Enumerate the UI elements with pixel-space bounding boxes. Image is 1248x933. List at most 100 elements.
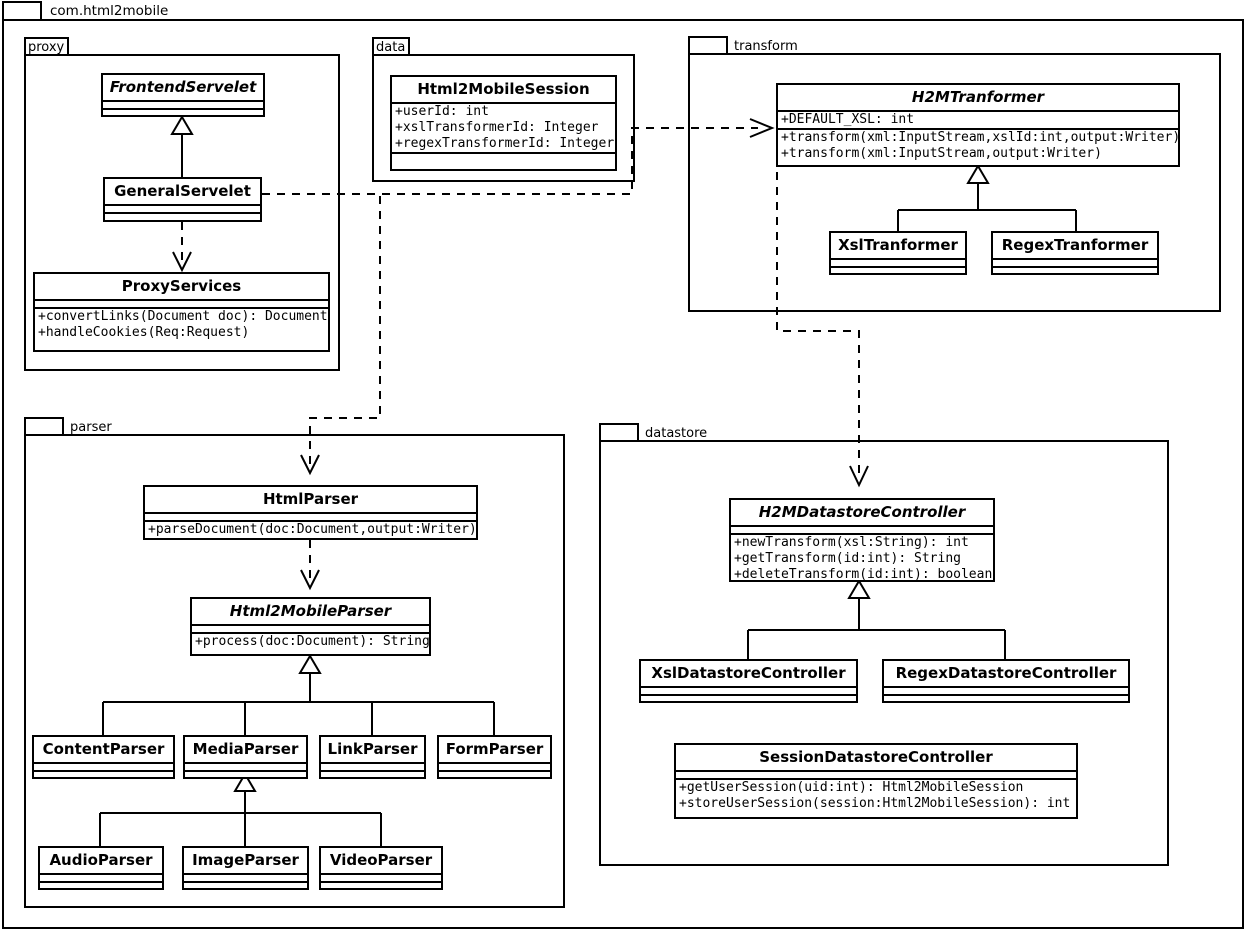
class-sessiondatastorecontroller[interactable]: SessionDatastoreController +getUserSessi… (674, 743, 1078, 819)
package-parser-label: parser (70, 420, 112, 435)
class-name-generalservelet: GeneralServelet (105, 179, 260, 207)
operation-row: +transform(xml:InputStream,output:Writer… (781, 146, 1102, 162)
class-operations-h2mtranformer: +transform(xml:InputStream,xslId:int,out… (778, 130, 1180, 162)
operation-row: +handleCookies(Req:Request) (38, 325, 250, 341)
class-operations-html2mobilesession (392, 154, 615, 162)
class-name-h2mtranformer: H2MTranformer (778, 85, 1178, 113)
class-name-xsldatastorecontroller: XslDatastoreController (641, 661, 856, 689)
operation-row: +deleteTransform(id:int): boolean (734, 567, 993, 583)
package-data-tab (372, 37, 410, 56)
class-generalservelet[interactable]: GeneralServelet (103, 177, 262, 222)
class-operations-audioparser (40, 883, 162, 891)
class-operations-linkparser (321, 772, 424, 780)
class-operations-generalservelet (105, 214, 260, 222)
class-operations-html2mobileparser: +process(doc:Document): String (192, 634, 430, 650)
class-name-videoparser: VideoParser (321, 848, 441, 876)
class-attributes-htmlparser (145, 514, 476, 523)
class-operations-xsldatastorecontroller (641, 696, 856, 704)
class-name-regexdatastorecontroller: RegexDatastoreController (884, 661, 1128, 689)
package-com-html2mobile-frame (2, 19, 1244, 929)
class-operations-sessiondatastorecontroller: +getUserSession(uid:int): Html2MobileSes… (676, 780, 1076, 812)
class-attributes-regexdatastorecontroller (884, 688, 1128, 697)
class-regextranformer[interactable]: RegexTranformer (991, 231, 1159, 275)
class-name-audioparser: AudioParser (40, 848, 162, 876)
package-datastore-tab (599, 423, 639, 442)
class-contentparser[interactable]: ContentParser (32, 735, 175, 779)
class-html2mobilesession[interactable]: Html2MobileSession +userId: int +xslTran… (390, 75, 617, 171)
class-name-imageparser: ImageParser (184, 848, 307, 876)
attribute-row: +xslTransformerId: Integer (395, 120, 599, 136)
package-proxy-label: proxy (28, 40, 65, 55)
package-transform-tab (688, 36, 728, 55)
class-attributes-xsltranformer (831, 260, 965, 269)
class-h2mdatastorecontroller[interactable]: H2MDatastoreController +newTransform(xsl… (729, 498, 995, 582)
class-operations-imageparser (184, 883, 307, 891)
class-attributes-formparser (439, 764, 550, 773)
class-name-htmlparser: HtmlParser (145, 487, 476, 515)
class-name-html2mobileparser: Html2MobileParser (192, 599, 429, 627)
class-attributes-xsldatastorecontroller (641, 688, 856, 697)
class-attributes-imageparser (184, 875, 307, 884)
attribute-row: +DEFAULT_XSL: int (781, 112, 915, 128)
package-datastore-frame (599, 440, 1169, 866)
package-com-html2mobile-label: com.html2mobile (50, 3, 169, 19)
operation-row: +newTransform(xsl:String): int (734, 535, 969, 551)
class-attributes-generalservelet (105, 206, 260, 215)
class-imageparser[interactable]: ImageParser (182, 846, 309, 890)
operation-row: +convertLinks(Document doc): Document (38, 309, 328, 325)
attribute-row: +regexTransformerId: Integer (395, 136, 615, 152)
class-attributes-sessiondatastorecontroller (676, 772, 1076, 781)
operation-row: +getUserSession(uid:int): Html2MobileSes… (679, 780, 1024, 796)
class-attributes-h2mdatastorecontroller (731, 527, 993, 536)
class-operations-xsltranformer (831, 268, 965, 276)
class-name-xsltranformer: XslTranformer (831, 233, 965, 261)
class-audioparser[interactable]: AudioParser (38, 846, 164, 890)
class-linkparser[interactable]: LinkParser (319, 735, 426, 779)
class-attributes-linkparser (321, 764, 424, 773)
class-regexdatastorecontroller[interactable]: RegexDatastoreController (882, 659, 1130, 703)
class-attributes-contentparser (34, 764, 173, 773)
class-attributes-html2mobilesession: +userId: int +xslTransformerId: Integer … (392, 104, 615, 155)
class-name-proxyservices: ProxyServices (35, 274, 328, 302)
class-operations-formparser (439, 772, 550, 780)
package-datastore-label: datastore (645, 426, 708, 441)
class-h2mtranformer[interactable]: H2MTranformer +DEFAULT_XSL: int +transfo… (776, 83, 1180, 167)
class-name-html2mobilesession: Html2MobileSession (392, 77, 615, 105)
package-parser-tab (24, 417, 64, 436)
class-xsltranformer[interactable]: XslTranformer (829, 231, 967, 275)
class-operations-proxyservices: +convertLinks(Document doc): Document +h… (35, 309, 328, 341)
operation-row: +process(doc:Document): String (195, 634, 430, 650)
class-html2mobileparser[interactable]: Html2MobileParser +process(doc:Document)… (190, 597, 431, 656)
class-attributes-frontendservelet (103, 102, 263, 111)
class-operations-videoparser (321, 883, 441, 891)
class-frontendservelet[interactable]: FrontendServelet (101, 73, 265, 117)
class-operations-h2mdatastorecontroller: +newTransform(xsl:String): int +getTrans… (731, 535, 993, 583)
class-operations-htmlparser: +parseDocument(doc:Document,output:Write… (145, 522, 477, 538)
class-attributes-html2mobileparser (192, 626, 429, 635)
class-attributes-videoparser (321, 875, 441, 884)
class-operations-mediaparser (185, 772, 306, 780)
class-operations-regexdatastorecontroller (884, 696, 1128, 704)
class-proxyservices[interactable]: ProxyServices +convertLinks(Document doc… (33, 272, 330, 352)
class-attributes-regextranformer (993, 260, 1157, 269)
class-videoparser[interactable]: VideoParser (319, 846, 443, 890)
package-proxy-tab (24, 37, 69, 56)
class-operations-contentparser (34, 772, 173, 780)
class-attributes-proxyservices (35, 301, 328, 310)
class-name-sessiondatastorecontroller: SessionDatastoreController (676, 745, 1076, 773)
class-operations-regextranformer (993, 268, 1157, 276)
class-formparser[interactable]: FormParser (437, 735, 552, 779)
class-htmlparser[interactable]: HtmlParser +parseDocument(doc:Document,o… (143, 485, 478, 540)
class-attributes-mediaparser (185, 764, 306, 773)
class-mediaparser[interactable]: MediaParser (183, 735, 308, 779)
package-com-html2mobile-tab (2, 1, 42, 21)
class-name-regextranformer: RegexTranformer (993, 233, 1157, 261)
operation-row: +getTransform(id:int): String (734, 551, 961, 567)
class-name-formparser: FormParser (439, 737, 550, 765)
operation-row: +parseDocument(doc:Document,output:Write… (148, 522, 477, 538)
class-name-contentparser: ContentParser (34, 737, 173, 765)
package-transform-label: transform (734, 39, 798, 54)
class-name-mediaparser: MediaParser (185, 737, 306, 765)
class-xsldatastorecontroller[interactable]: XslDatastoreController (639, 659, 858, 703)
